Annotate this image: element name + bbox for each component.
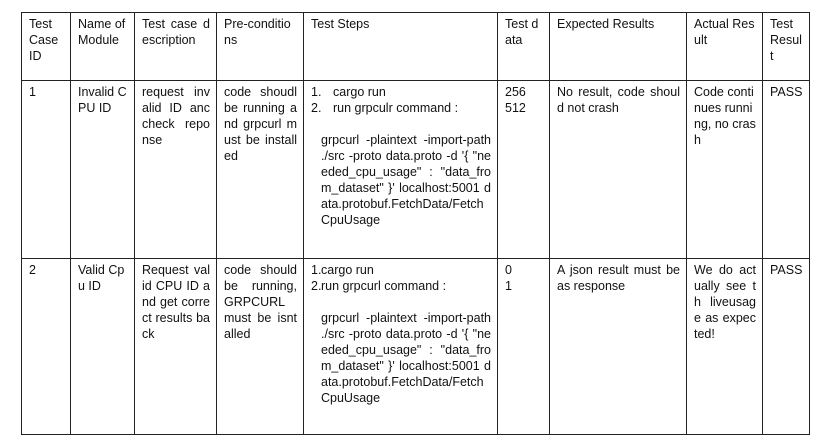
step-item: 2. run grpcurl command : <box>311 278 491 294</box>
cell-steps: 1. cargo run 2. run grpcurl command : gr… <box>303 258 498 435</box>
header-result: Test Result <box>762 12 810 81</box>
step-text: run grpculr command : <box>333 101 459 115</box>
step-item: 2. run grpculr command : <box>311 100 491 116</box>
cell-expected: A json result must be as response <box>549 258 687 435</box>
cell-result: PASS <box>762 80 810 259</box>
cell-module: Valid Cpu ID <box>70 258 135 435</box>
header-data: Test data <box>497 12 550 81</box>
header-preconditions: Pre-conditions <box>216 12 304 81</box>
step-text: cargo run <box>333 85 386 99</box>
step-text: run grpcurl command : <box>321 279 447 293</box>
cell-data: 0 1 <box>497 258 550 435</box>
step-item: 1. cargo run <box>311 262 491 278</box>
step-number: 2. <box>311 101 322 115</box>
header-row: Test Case ID Name of Module Test case de… <box>21 12 810 81</box>
cell-test-case-id: 2 <box>21 258 71 435</box>
data-value: 0 <box>505 263 512 277</box>
step-number: 1. <box>311 85 322 99</box>
header-test-case-id: Test Case ID <box>21 12 71 81</box>
cell-steps: 1. cargo run 2. run grpculr command : gr… <box>303 80 498 259</box>
data-value: 512 <box>505 101 526 115</box>
cell-actual: We do actually see th liveusage as expec… <box>686 258 763 435</box>
cell-data: 256 512 <box>497 80 550 259</box>
cell-preconditions: code should be running, GRPCURL must be … <box>216 258 304 435</box>
header-expected: Expected Results <box>549 12 687 81</box>
cell-actual: Code continues running, no crash <box>686 80 763 259</box>
cell-preconditions: code shoudl be running and grpcurl must … <box>216 80 304 259</box>
step-item: 1. cargo run <box>311 84 491 100</box>
cell-description: Request valid CPU ID and get correct res… <box>134 258 217 435</box>
data-value: 1 <box>505 279 512 293</box>
header-description: Test case description <box>134 12 217 81</box>
step-number: 2. <box>311 279 322 293</box>
step-number: 1. <box>311 263 322 277</box>
header-module: Name of Module <box>70 12 135 81</box>
cell-expected: No result, code should not crash <box>549 80 687 259</box>
table-row: 2 Valid Cpu ID Request valid CPU ID and … <box>21 258 810 435</box>
cell-test-case-id: 1 <box>21 80 71 259</box>
cell-description: request invalid ID anc check reponse <box>134 80 217 259</box>
data-value: 256 <box>505 85 526 99</box>
cell-result: PASS <box>762 258 810 435</box>
command-text: grpcurl -plaintext -import-path ./src -p… <box>321 311 491 405</box>
test-case-table: Test Case ID Name of Module Test case de… <box>21 12 810 435</box>
table-row: 1 Invalid CPU ID request invalid ID anc … <box>21 80 810 259</box>
header-steps: Test Steps <box>303 12 498 81</box>
header-actual: Actual Result <box>686 12 763 81</box>
step-text: cargo run <box>321 263 374 277</box>
cell-module: Invalid CPU ID <box>70 80 135 259</box>
command-text: grpcurl -plaintext -import-path ./src -p… <box>321 133 491 227</box>
